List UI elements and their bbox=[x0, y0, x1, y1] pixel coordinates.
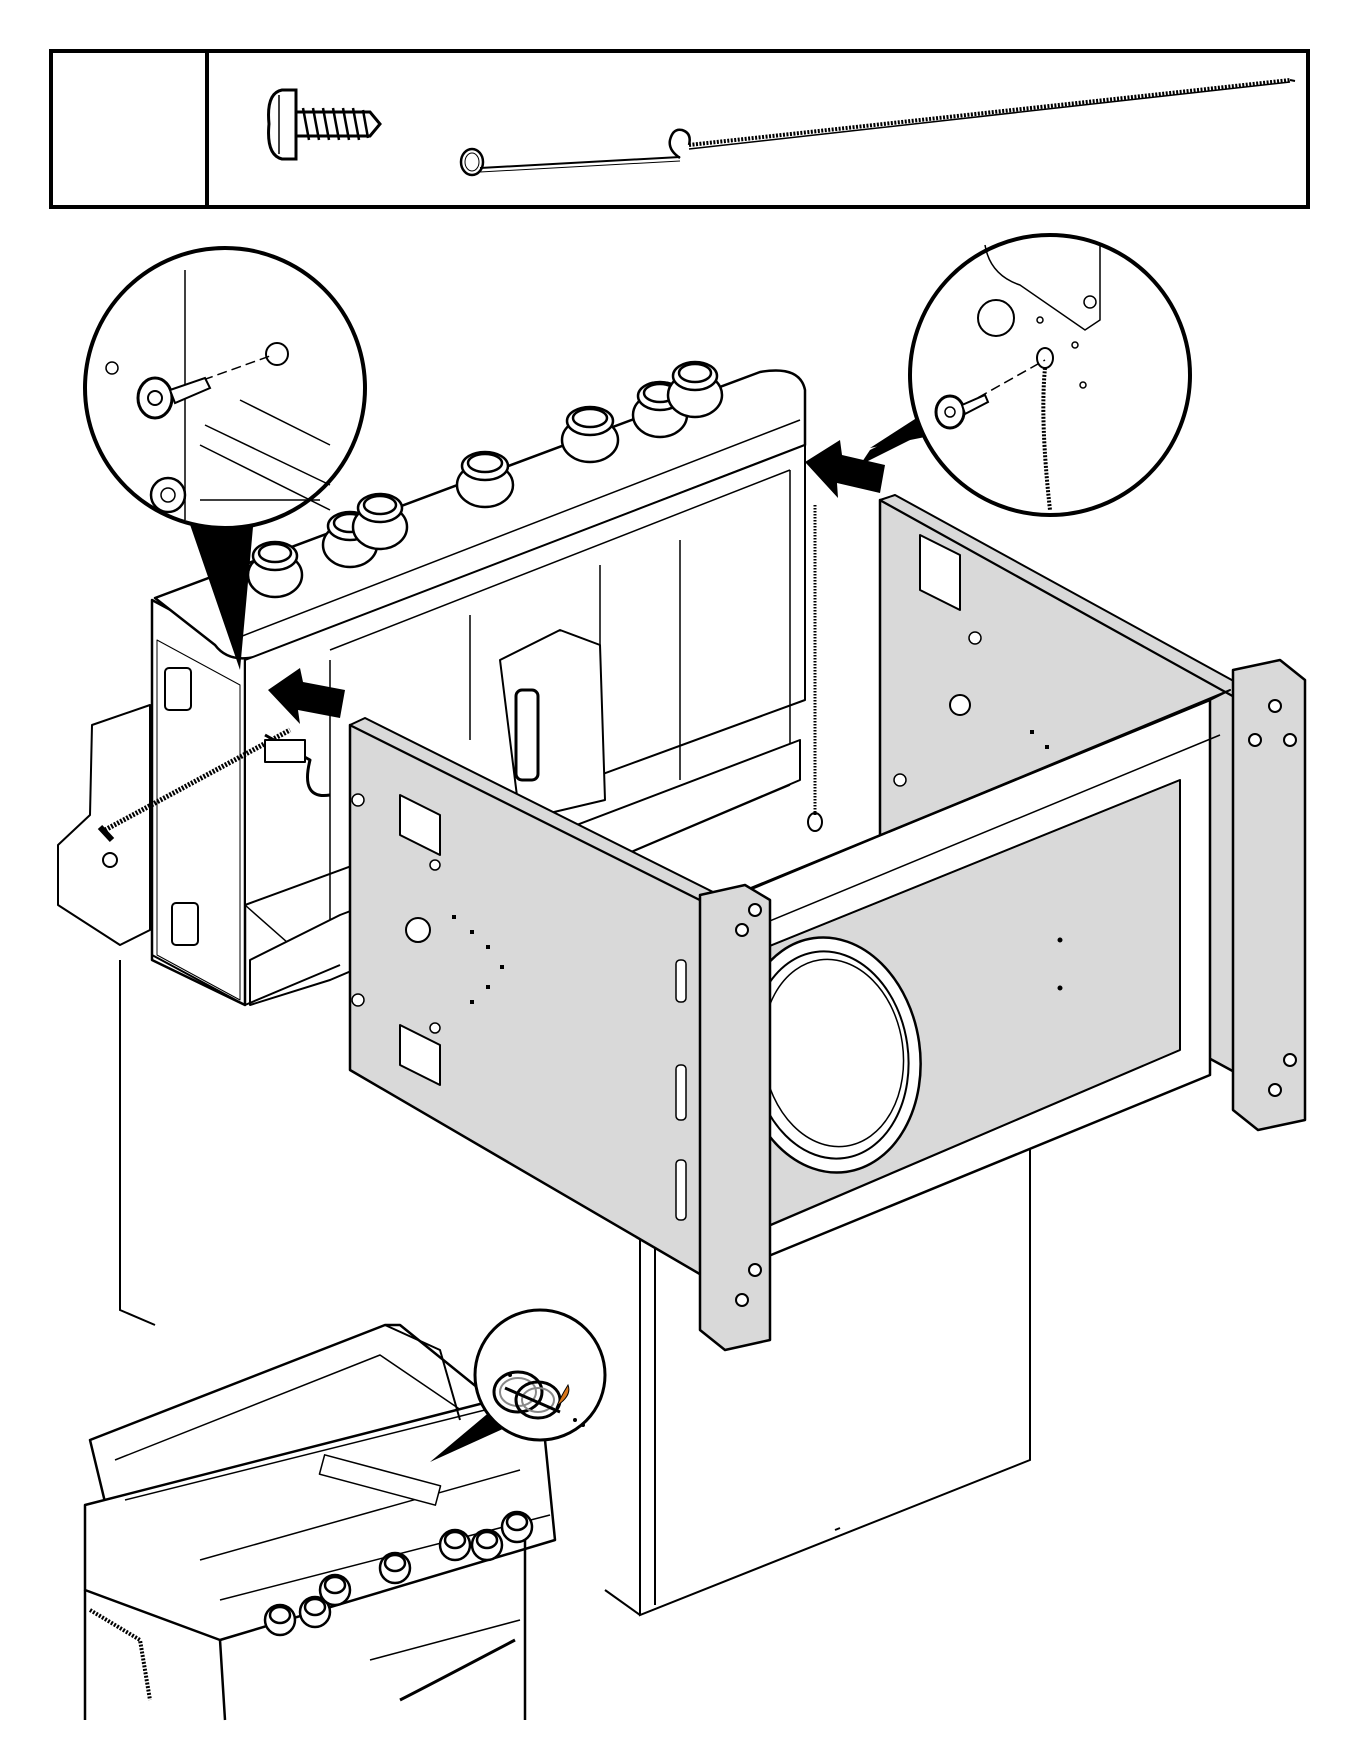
parts-box bbox=[51, 51, 1308, 207]
match-holder-detail-callout bbox=[85, 1310, 605, 1720]
chain-screw-detail-callout bbox=[860, 235, 1190, 515]
